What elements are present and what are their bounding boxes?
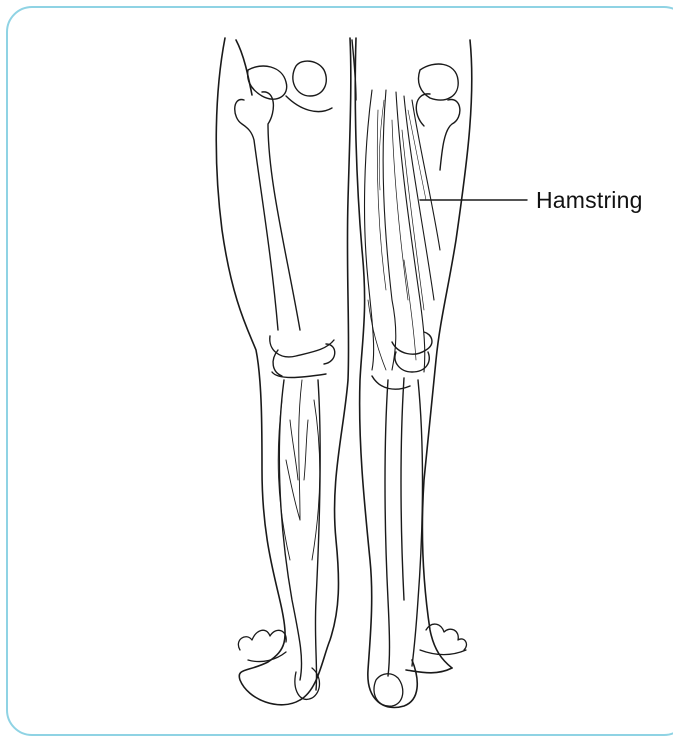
left-leg-outline [216,38,351,705]
left-calf [278,380,320,560]
left-tibia [272,344,335,690]
right-femur [392,64,460,372]
hamstring-muscles [365,90,440,372]
right-foot [374,624,467,706]
left-foot [238,630,319,699]
hamstring-label: Hamstring [536,187,643,214]
right-tibia [372,376,423,676]
left-femur [235,66,334,357]
pelvis [286,40,356,112]
